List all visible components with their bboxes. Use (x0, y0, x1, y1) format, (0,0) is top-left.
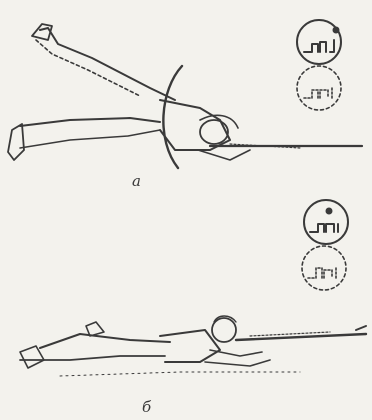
panel-b-sight-circles (302, 200, 348, 290)
panel-a-sight-circles (297, 20, 341, 110)
caption-b: б (142, 398, 151, 416)
panel-b-figure (20, 316, 366, 376)
panel-a-figure (8, 24, 362, 168)
caption-a: а (132, 172, 141, 190)
